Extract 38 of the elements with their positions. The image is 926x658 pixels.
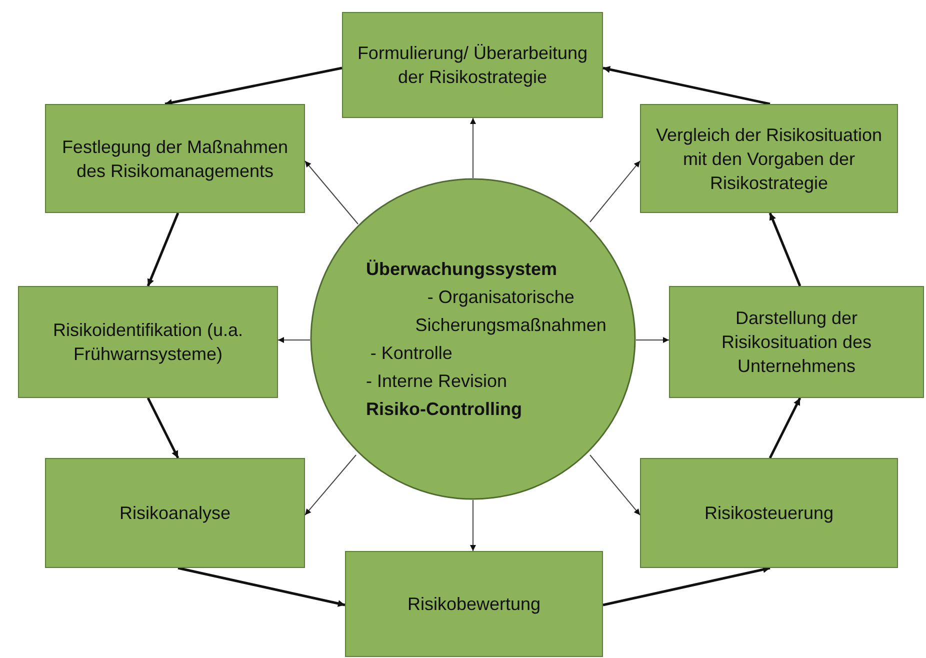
list-item: - Organisatorische Sicherungsmaßnahmen <box>414 286 608 337</box>
process-box <box>345 551 603 657</box>
process-box <box>45 458 305 568</box>
process-box <box>45 104 305 213</box>
box-label: Vergleich der Risikosituation mit den Vorgaben der Risikostrategie <box>654 124 884 194</box>
arrow <box>590 160 640 222</box>
process-box <box>640 104 898 213</box>
box-label: Darstellung der Risikosituation des Unternehmens <box>720 307 873 378</box>
box-label: Formulierung/ Überarbeitung der Risikostrategie <box>356 42 589 89</box>
arrow <box>146 212 180 286</box>
list-item: - Interne Revision <box>366 370 508 393</box>
heading-text: Risiko-Controlling <box>366 398 522 421</box>
arrow <box>602 566 770 606</box>
process-box <box>18 286 278 398</box>
box-label: Risikoanalyse <box>118 502 232 525</box>
arrow <box>602 66 770 106</box>
process-box <box>640 458 898 568</box>
arrow <box>470 500 476 552</box>
arrow <box>590 454 640 516</box>
process-box <box>342 12 603 118</box>
process-box <box>669 286 924 398</box>
circle-node <box>310 178 636 500</box>
list-item: - Kontrolle <box>369 342 454 365</box>
box-label: Risikosteuerung <box>703 502 835 525</box>
arrow <box>470 118 476 178</box>
arrow <box>304 160 358 224</box>
box-label: Risikobewertung <box>406 593 542 616</box>
arrow <box>768 397 802 459</box>
arrow <box>768 212 802 286</box>
arrow <box>178 566 346 607</box>
arrow <box>278 337 310 343</box>
arrow <box>636 337 670 343</box>
arrow <box>164 66 342 106</box>
box-label: Risikoidentifikation (u.a. Frühwarnsysteme) <box>52 319 244 366</box>
arrow <box>304 454 356 516</box>
heading-text: Überwachungssystem <box>366 258 558 281</box>
arrow <box>146 397 180 459</box>
box-label: Festlegung der Maßnahmen des Risikomanagements <box>60 136 290 182</box>
